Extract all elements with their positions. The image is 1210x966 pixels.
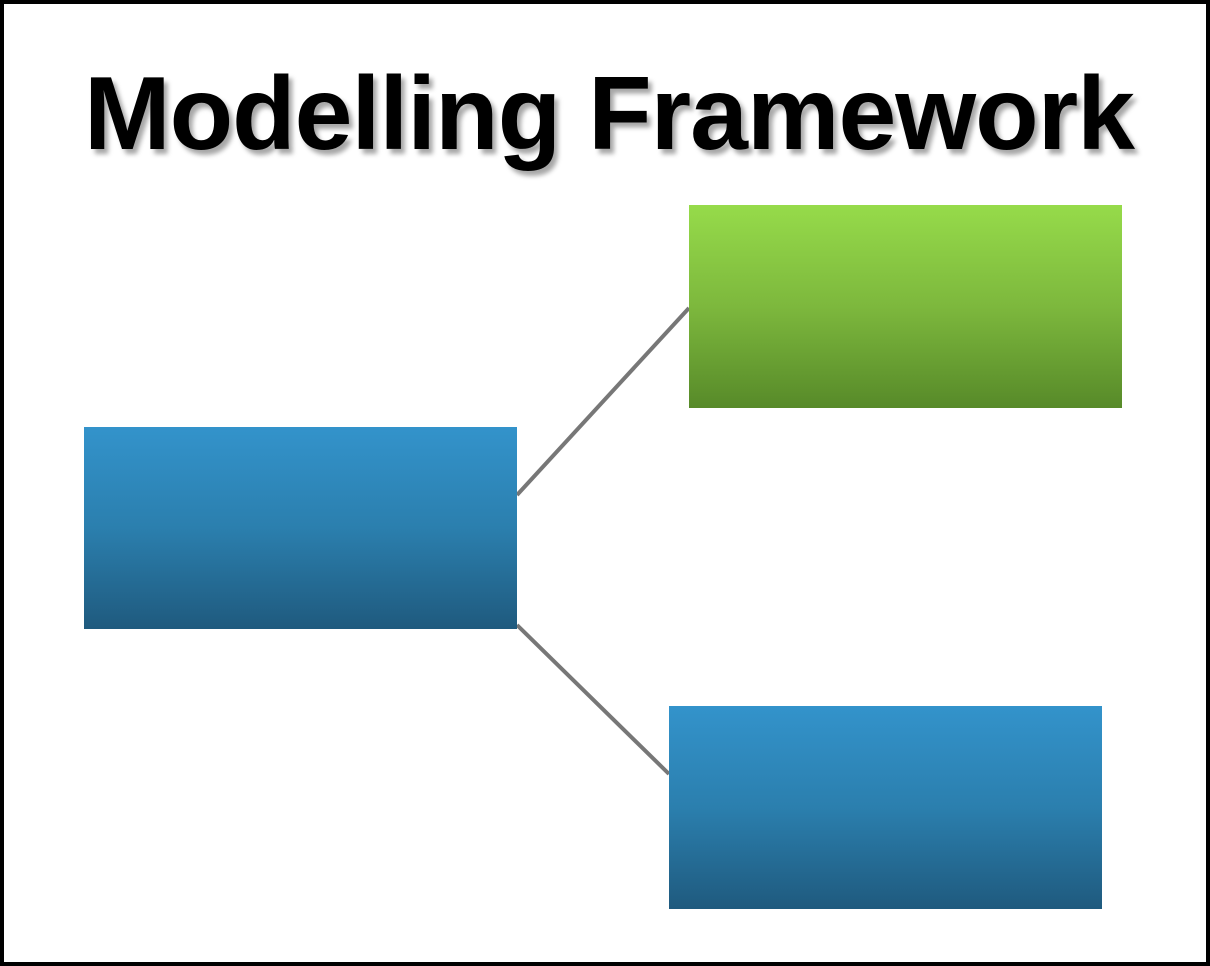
diagram-title: Modelling Framework — [83, 56, 1135, 172]
node-child-top — [689, 205, 1122, 408]
node-root — [84, 427, 517, 629]
connector-root-to-bottom — [515, 623, 671, 776]
node-child-bottom — [669, 706, 1102, 909]
connector-layer — [515, 306, 691, 776]
connector-root-to-top — [515, 306, 691, 497]
